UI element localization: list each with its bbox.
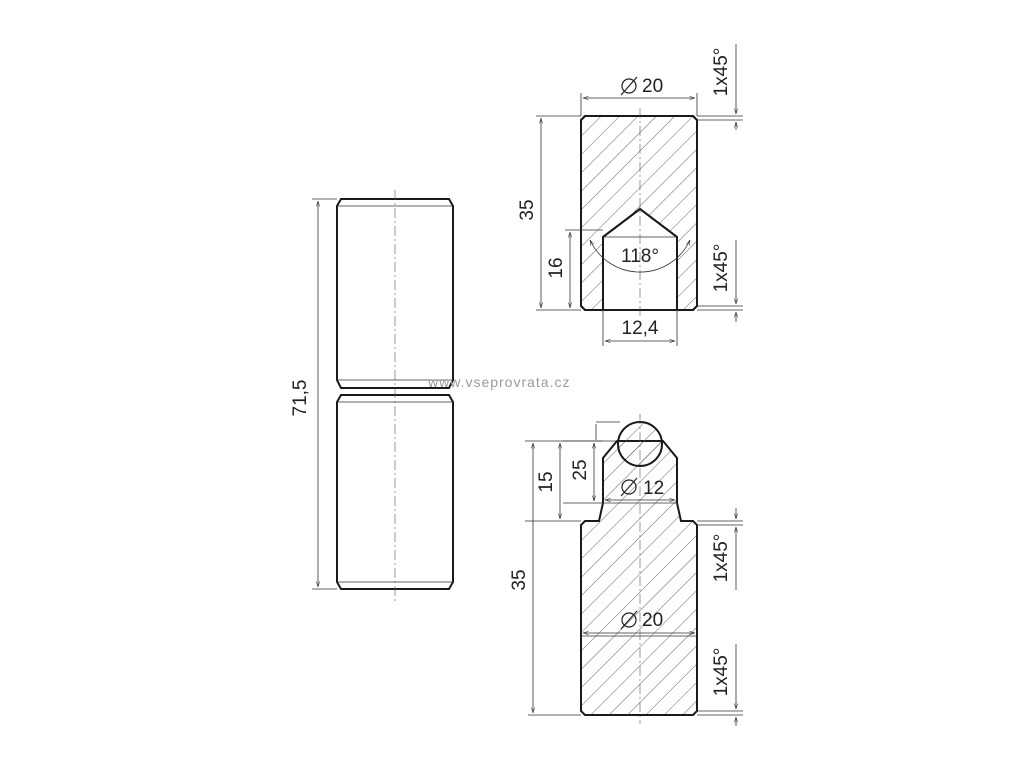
bottom-diameter-label: 20 <box>642 610 663 631</box>
shoulder-chamfer-label: 1x45° <box>711 534 732 583</box>
overall-length-label: 71,5 <box>290 380 311 417</box>
top-height-label: 35 <box>517 199 538 220</box>
bottom-section-view: 15 25 12 1x45° 35 20 1x45° <box>509 414 743 726</box>
diameter-symbol-icon <box>620 76 638 96</box>
hinge-pin-side-view: 71,5 <box>290 190 454 602</box>
diameter-symbol-icon <box>620 610 638 630</box>
height-25-label: 25 <box>570 459 591 480</box>
top-diameter-label: 20 <box>642 76 663 97</box>
bore-diameter-label: 12,4 <box>622 318 659 339</box>
bore-chamfer-label: 1x45° <box>711 244 732 293</box>
drill-angle-label: 118° <box>621 246 659 267</box>
diameter-symbol-icon <box>620 477 638 497</box>
top-chamfer-label: 1x45° <box>711 48 732 97</box>
watermark: www.vseprovrata.cz <box>427 374 570 390</box>
bottom-height-label: 35 <box>509 569 530 590</box>
top-section-view: 20 1x45° 35 16 118° 1x45° 12,4 <box>517 44 743 346</box>
bottom-chamfer-label: 1x45° <box>711 648 732 697</box>
bore-depth-label: 16 <box>546 257 567 278</box>
pin-diameter-label: 12 <box>643 478 664 499</box>
height-15-label: 15 <box>536 471 557 492</box>
